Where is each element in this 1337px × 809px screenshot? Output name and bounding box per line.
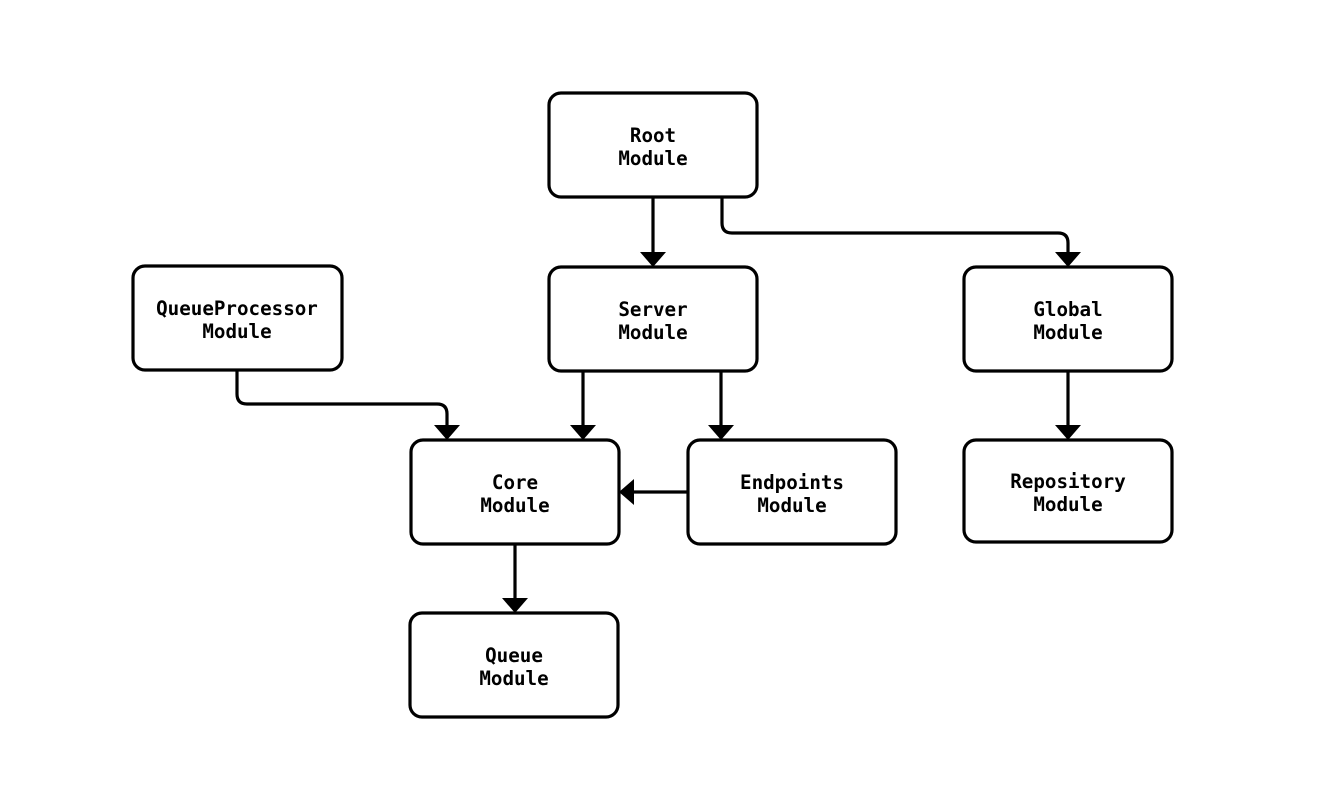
node-queue-module-label-line2: Module	[479, 667, 548, 690]
arrowhead-left-icon	[619, 479, 634, 505]
edge-queueprocessor-to-core	[235, 370, 460, 440]
node-root-module-box	[547, 91, 759, 199]
edge-server-to-endpoints	[708, 371, 734, 440]
node-server-module: Server Module	[547, 265, 759, 373]
arrowhead-down-icon	[708, 425, 734, 440]
node-queue-module-label-line1: Queue	[485, 644, 543, 667]
node-core-module: Core Module	[409, 438, 621, 546]
node-queue-module-box	[408, 611, 620, 719]
node-core-module-box	[409, 438, 621, 546]
edge-root-to-server	[640, 197, 666, 267]
node-global-module: Global Module	[962, 265, 1174, 373]
node-endpoints-module: Endpoints Module	[686, 438, 898, 546]
node-root-module-label-line1: Root	[630, 124, 676, 147]
node-root-module: Root Module	[547, 91, 759, 199]
node-server-module-label-line1: Server	[618, 298, 687, 321]
arrowhead-down-icon	[502, 598, 528, 613]
arrowhead-down-icon	[570, 425, 596, 440]
edge-endpoints-to-core	[619, 479, 688, 505]
node-core-module-label-line2: Module	[480, 494, 549, 517]
node-queueprocessor-module-label-line2: Module	[202, 320, 271, 343]
node-endpoints-module-label-line1: Endpoints	[740, 471, 844, 494]
node-repository-module-label-line1: Repository	[1010, 470, 1126, 493]
edge-core-to-queue	[502, 544, 528, 613]
node-root-module-label-line2: Module	[618, 147, 687, 170]
edge-root-to-global-line	[720, 197, 1070, 254]
node-server-module-box	[547, 265, 759, 373]
node-global-module-box	[962, 265, 1174, 373]
edge-global-to-repository	[1055, 371, 1081, 440]
arrowhead-down-icon	[640, 252, 666, 267]
arrowhead-down-icon	[1055, 425, 1081, 440]
node-global-module-label-line2: Module	[1033, 321, 1102, 344]
node-repository-module: Repository Module	[962, 438, 1174, 544]
node-queueprocessor-module-box	[131, 264, 344, 372]
node-endpoints-module-box	[686, 438, 898, 546]
node-queueprocessor-module: QueueProcessor Module	[131, 264, 344, 372]
node-queue-module: Queue Module	[408, 611, 620, 719]
node-repository-module-label-line2: Module	[1033, 493, 1102, 516]
arrowhead-down-icon	[434, 425, 460, 440]
arrowhead-down-icon	[1055, 252, 1081, 267]
edge-server-to-core	[570, 371, 596, 440]
node-endpoints-module-label-line2: Module	[757, 494, 826, 517]
node-core-module-label-line1: Core	[492, 471, 538, 494]
node-server-module-label-line2: Module	[618, 321, 687, 344]
edge-queueprocessor-to-core-line	[235, 370, 449, 427]
node-repository-module-box	[962, 438, 1174, 544]
node-queueprocessor-module-label-line1: QueueProcessor	[156, 297, 318, 320]
node-global-module-label-line1: Global	[1033, 298, 1102, 321]
edge-root-to-global	[720, 197, 1081, 267]
